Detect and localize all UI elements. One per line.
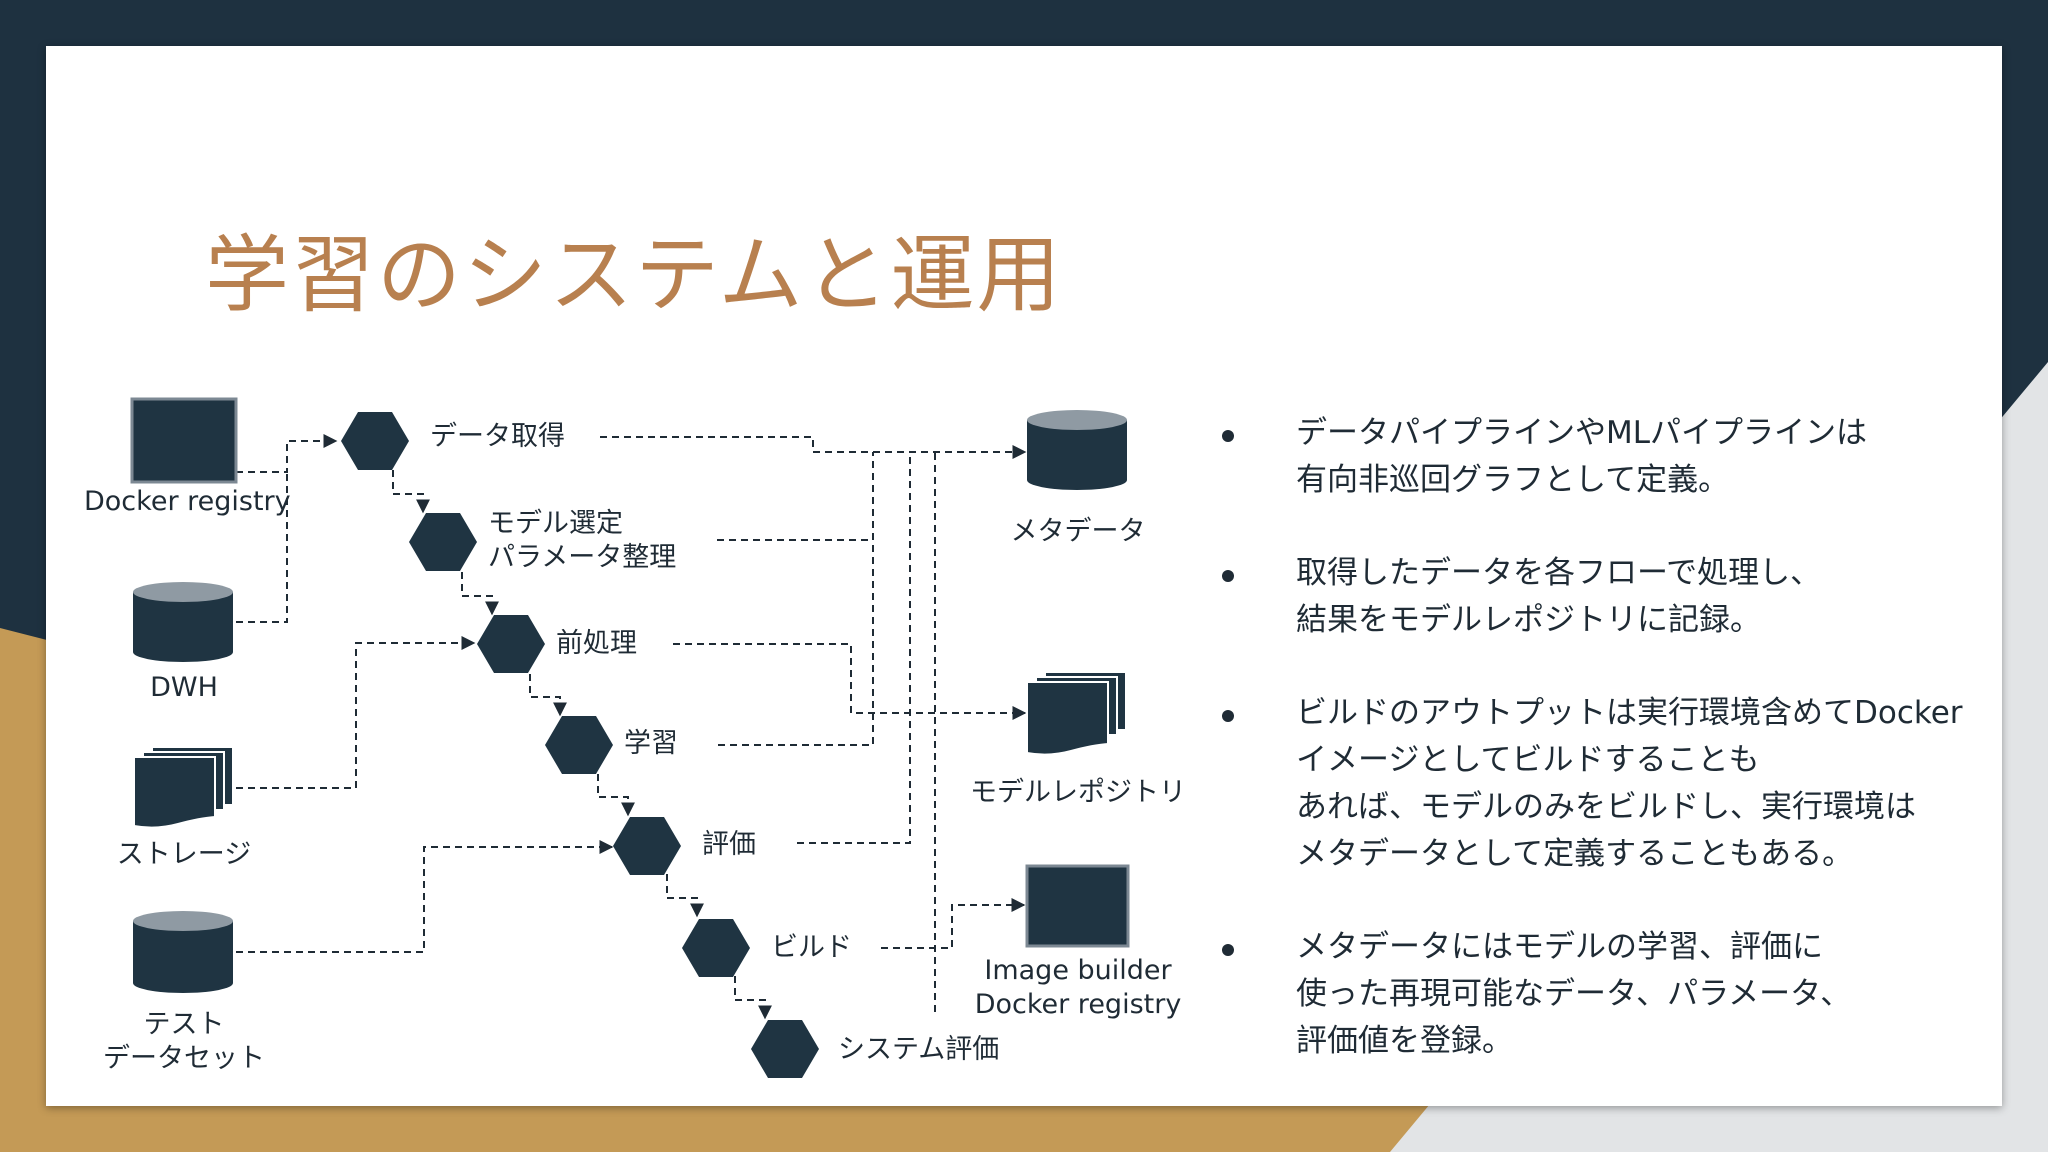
bullet-list: データパイプラインやMLパイプラインは 有向非巡回グラフとして定義。 取得したデ… — [1222, 410, 1982, 1065]
store-label-image-registry: Image builder Docker registry — [974, 955, 1182, 1020]
edge-docker-to-fetch — [236, 434, 338, 473]
edge-fetch-to-select — [392, 470, 430, 514]
edge-eval-to-metadata — [797, 452, 911, 844]
step-preprocess-hexagon — [477, 615, 545, 673]
metadata-database-icon — [1027, 410, 1127, 490]
test-dataset-database-icon — [133, 911, 233, 993]
step-build-hexagon — [682, 919, 750, 977]
edge-preprocess-to-train — [529, 674, 567, 717]
source-label-dwh: DWH — [150, 672, 218, 703]
bullet-item: ビルドのアウトプットは実行環境含めてDocker イメージとしてビルドすることも… — [1222, 690, 1982, 878]
bullet-item: データパイプラインやMLパイプラインは 有向非巡回グラフとして定義。 — [1222, 410, 1982, 504]
edge-select-to-preprocess — [461, 572, 499, 616]
edge-eval-to-build — [666, 874, 704, 918]
step-label-training: 学習 — [624, 728, 678, 759]
slide-title: 学習のシステムと運用 — [205, 226, 1063, 324]
edge-build-to-imagebuilder — [881, 898, 1026, 949]
step-label-preprocess: 前処理 — [556, 628, 637, 659]
edge-preprocess-to-modelrepo — [673, 643, 1027, 720]
step-label-data-fetch: データ取得 — [430, 421, 565, 452]
image-builder-registry-icon — [1025, 864, 1130, 948]
step-model-select-hexagon — [409, 513, 477, 571]
edge-select-to-metadata — [717, 452, 874, 541]
bullet-text: 取得したデータを各フローで処理し、 結果をモデルレポジトリに記録。 — [1296, 555, 1822, 638]
step-training-hexagon — [545, 716, 613, 774]
storage-documents-icon — [133, 746, 234, 829]
step-data-fetch-hexagon — [341, 412, 409, 470]
edge-build-to-systemeval — [734, 976, 772, 1020]
edge-storage-to-preprocess — [236, 636, 476, 789]
edge-testdata-to-eval — [236, 840, 614, 953]
bullet-dot — [1222, 710, 1234, 722]
step-label-build: ビルド — [771, 932, 852, 963]
source-label-test-dataset: テスト データセット — [103, 1009, 265, 1074]
source-label-storage: ストレージ — [116, 839, 252, 870]
dwh-database-icon — [133, 582, 233, 662]
edge-fetch-to-metadata — [600, 436, 1027, 459]
edge-train-to-metadata — [718, 452, 874, 746]
step-evaluation-hexagon — [613, 817, 681, 875]
bullet-dot — [1222, 944, 1234, 956]
bullet-text: データパイプラインやMLパイプラインは 有向非巡回グラフとして定義。 — [1296, 415, 1868, 498]
edge-train-to-eval — [597, 774, 635, 817]
bullet-dot — [1222, 570, 1234, 582]
bullet-item: 取得したデータを各フローで処理し、 結果をモデルレポジトリに記録。 — [1222, 550, 1982, 644]
step-label-evaluation: 評価 — [702, 829, 756, 860]
source-label-docker-registry: Docker registry — [84, 486, 291, 517]
connector-lines — [236, 434, 1027, 1020]
store-label-model-repository: モデルレポジトリ — [970, 777, 1186, 808]
bullet-item: メタデータにはモデルの学習、評価に 使った再現可能なデータ、パラメータ、 評価値… — [1222, 924, 1982, 1065]
model-repository-documents-icon — [1026, 671, 1127, 756]
edge-dwh-to-fetch — [236, 472, 288, 623]
store-label-metadata: メタデータ — [1010, 516, 1146, 547]
step-system-eval-hexagon — [751, 1020, 819, 1078]
bullet-text: メタデータにはモデルの学習、評価に 使った再現可能なデータ、パラメータ、 評価値… — [1296, 929, 1852, 1059]
slide-card — [46, 46, 2002, 1106]
docker-registry-icon — [130, 397, 238, 484]
bullet-dot — [1222, 430, 1234, 442]
step-label-model-select: モデル選定 パラメータ整理 — [488, 508, 677, 573]
bullet-text: ビルドのアウトプットは実行環境含めてDocker イメージとしてビルドすることも… — [1296, 695, 1963, 872]
step-label-system-eval: システム評価 — [838, 1034, 1000, 1065]
